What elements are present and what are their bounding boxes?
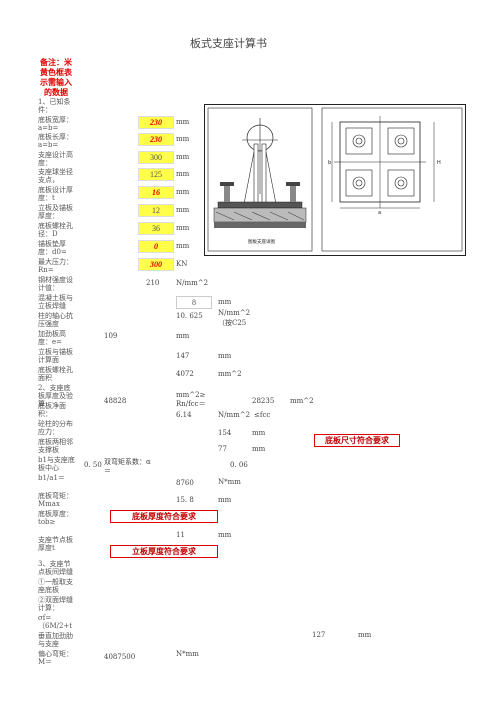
- input-base-width[interactable]: 230: [138, 116, 174, 129]
- label-adjacent-support: 底板两相邻支撑板: [38, 438, 73, 454]
- value-weld: 8: [176, 296, 212, 309]
- label-general: ①一般取支座底板: [38, 578, 73, 594]
- value-concrete-strength: 10. 625: [176, 312, 203, 320]
- label-base-thickness: 底板设计厚度：t: [38, 186, 73, 202]
- value-net-area: 48828: [104, 397, 127, 405]
- label-design-height: 支座设计高度：: [38, 151, 73, 167]
- label-ratio: b1/a1＝: [38, 474, 65, 482]
- unit-net-area: mm^2≥: [176, 391, 206, 399]
- unit-tob: mm: [218, 496, 232, 504]
- unit-steel-strength: N/mm^2: [176, 279, 209, 287]
- dim-h: H: [437, 160, 441, 166]
- unit-base-width: mm: [176, 118, 190, 126]
- unit-bolt-hole: mm: [176, 224, 190, 232]
- unit-concrete-strength: N/mm^2: [218, 309, 251, 317]
- label-ball-radius: 支座球坐径支点，: [38, 168, 73, 184]
- status-plate-thickness: 立板厚度符合要求: [110, 545, 218, 558]
- drawing-caption: 图板支座详图: [248, 238, 275, 245]
- unit-77: mm: [252, 445, 266, 453]
- dim-b: b: [328, 160, 331, 166]
- plan-view: a b H: [321, 107, 463, 252]
- label-base-length: 底板长厚：a=b=: [38, 133, 73, 149]
- value-stiffener-height: 109: [104, 332, 118, 340]
- unit-stiffener-height: mm: [176, 332, 190, 340]
- input-bolt-hole[interactable]: 36: [138, 222, 174, 235]
- unit-eccentric-moment: N*mm: [176, 650, 199, 658]
- input-ball-radius[interactable]: 125: [138, 168, 174, 181]
- label-hole-area: 底板螺栓孔面积: [38, 366, 73, 382]
- unit-147: mm: [218, 352, 232, 360]
- label-steel-strength: 钢材强度设计值：: [38, 276, 73, 292]
- value-required-area: 28235: [252, 397, 275, 405]
- dim-a: a: [378, 210, 381, 216]
- unit-design-height: mm: [176, 153, 190, 161]
- input-design-height[interactable]: 300: [138, 151, 174, 164]
- input-pad-thickness[interactable]: 0: [138, 240, 174, 253]
- label-b1-center: b1与支座底板中心: [38, 456, 75, 472]
- input-max-pressure[interactable]: 300: [138, 258, 174, 271]
- unit-stress: N/mm^2: [218, 411, 251, 419]
- label-eccentric-moment: 偏心弯矩：M＝: [38, 650, 73, 666]
- label-max-pressure: 最大压力：Rn=: [38, 258, 73, 274]
- stress-compare: ≤fcc: [254, 411, 271, 419]
- unit-base-length: mm: [176, 135, 190, 143]
- value-154: 154: [218, 429, 232, 437]
- label-rn-fcc: Rn/fcc＝: [176, 400, 206, 408]
- label-section-2: 2、支座底板厚度及验算: [38, 384, 73, 408]
- value-moment-coef: 0. 06: [230, 461, 248, 469]
- value-eccentric-moment: 4087500: [104, 653, 136, 661]
- unit-moment: N*mm: [218, 478, 241, 486]
- value-moment: 8760: [176, 479, 194, 487]
- unit-anchor-thickness: mm: [176, 206, 190, 214]
- value-ratio: 0. 50: [84, 461, 102, 469]
- unit-ball-radius: mm: [176, 170, 190, 178]
- status-base-size: 底板尺寸符合要求: [314, 434, 400, 447]
- unit-max-pressure: KN: [176, 260, 188, 268]
- label-pad-thickness: 锚板垫厚度：d0=: [38, 240, 67, 256]
- label-net-area: 底板净面积：: [38, 402, 66, 418]
- input-base-thickness[interactable]: 16: [138, 186, 174, 199]
- value-127: 127: [312, 631, 326, 639]
- value-node-thickness: 11: [176, 531, 185, 539]
- label-double-weld: ②双面焊缝计算：: [38, 596, 73, 612]
- value-77: 77: [218, 445, 227, 453]
- unit-hole-area: mm^2: [218, 370, 242, 378]
- unit-required-area: mm^2: [290, 397, 314, 405]
- label-tob: 底板厚度：tob≥: [38, 510, 73, 526]
- unit-127: mm: [358, 631, 372, 639]
- label-sigma: σf=（6M/2+t: [38, 614, 73, 630]
- value-steel-strength: 210: [146, 279, 160, 287]
- input-anchor-thickness[interactable]: 12: [138, 204, 174, 217]
- page-title: 板式支座计算书: [190, 37, 267, 50]
- status-base-thickness: 底板厚度符合要求: [110, 510, 218, 523]
- label-node-thickness: 支座节点板厚度t: [38, 536, 73, 552]
- value-tob: 15. 8: [176, 496, 194, 504]
- input-note: 备注：米黄色框表示需输入的数据: [40, 57, 72, 97]
- unit-base-thickness: mm: [176, 188, 190, 196]
- unit-154: mm: [252, 429, 266, 437]
- label-base-width: 底板宽厚：a=b=: [38, 116, 73, 132]
- unit-node-thickness: mm: [218, 531, 232, 539]
- value-stress: 6.14: [176, 411, 192, 419]
- label-stiffener-height: 加劲板高度：e=: [38, 330, 66, 346]
- label-concrete-strength: 柱的轴心抗压强度: [38, 312, 73, 328]
- unit-pad-thickness: mm: [176, 242, 190, 250]
- label-moment: 底板弯矩：Mmax: [38, 492, 73, 508]
- input-base-length[interactable]: 230: [138, 133, 174, 146]
- label-bolt-hole: 底板螺栓孔径：D: [38, 222, 73, 238]
- label-anchor-thickness: 立板及锚板厚度：: [38, 204, 73, 220]
- label-weld: 混凝土板与立板焊缝: [38, 294, 73, 310]
- label-calc-area: 立板与锚板计算面: [38, 348, 73, 364]
- value-hole-area: 4072: [176, 370, 194, 378]
- unit-weld: mm: [218, 298, 232, 306]
- support-detail-drawing: 图板支座详图 a b H: [204, 104, 466, 256]
- note-concrete-grade: （按C25: [218, 319, 247, 327]
- section-view: 图板支座详图: [207, 107, 313, 252]
- label-distributed-stress: 砼柱的分布应力：: [38, 420, 73, 436]
- value-147: 147: [176, 352, 190, 360]
- label-vertical-stiffener: 垂直加劲肋与支座: [38, 632, 73, 648]
- label-known-conditions: 1、已知条件：: [38, 98, 71, 114]
- label-moment-coef: 双弯矩系数：α＝: [104, 458, 151, 475]
- label-section-3: 3、支座节点板间焊缝: [38, 560, 73, 576]
